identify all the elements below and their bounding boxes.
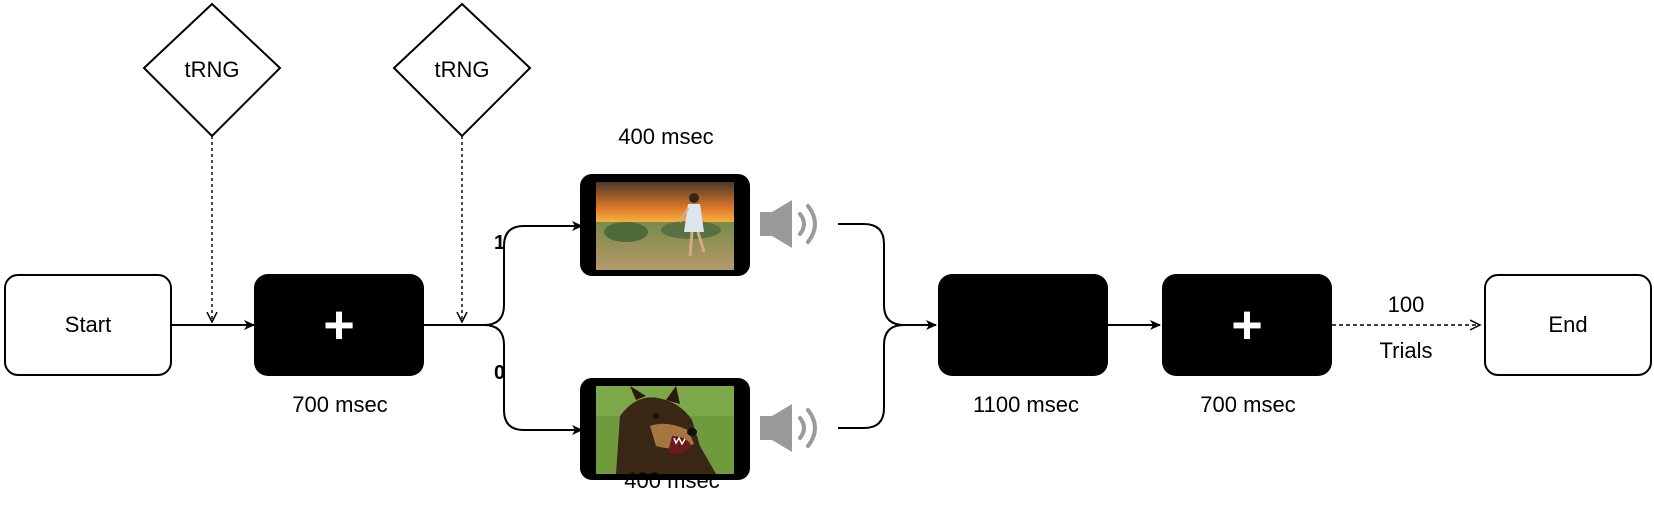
- fixation-cross-icon: +: [323, 295, 355, 355]
- fixation-screen-2: +: [1162, 274, 1332, 376]
- fixation-screen-1: +: [254, 274, 424, 376]
- stimulus-negative-duration: 400 msec: [624, 468, 720, 493]
- stimulus-positive-screen: [580, 174, 750, 276]
- blank-duration: 1100 msec: [973, 392, 1079, 417]
- fixation-1-duration: 700 msec: [292, 392, 388, 417]
- fixation-2-duration: 700 msec: [1200, 392, 1296, 417]
- blank-screen: [938, 274, 1108, 376]
- trng-label-2: tRNG: [434, 57, 490, 82]
- speaker-sound-icon: [760, 404, 817, 452]
- merge-connector-negative: [838, 324, 905, 429]
- stimulus-positive-duration: 400 msec: [618, 124, 714, 149]
- trials-count: 100: [1387, 292, 1425, 317]
- end-node: End: [1484, 274, 1652, 376]
- stimulus-negative-screen: [580, 378, 750, 480]
- trials-unit: Trials: [1379, 338, 1433, 363]
- woman-sunset-photo: [596, 182, 734, 270]
- branch-connector-positive: [424, 221, 583, 326]
- speaker-sound-icon: [760, 200, 817, 248]
- trng-label-1: tRNG: [184, 57, 240, 82]
- branch-label-negative: 0: [494, 362, 506, 384]
- fixation-cross-icon: +: [1231, 295, 1263, 355]
- merge-connector-positive: [838, 223, 937, 330]
- end-label: End: [1548, 312, 1588, 337]
- branch-connector-negative: [483, 324, 583, 435]
- snarling-dog-photo: [596, 386, 734, 474]
- start-label: Start: [64, 312, 112, 337]
- start-node: Start: [4, 274, 172, 376]
- branch-label-positive: 1: [494, 232, 506, 254]
